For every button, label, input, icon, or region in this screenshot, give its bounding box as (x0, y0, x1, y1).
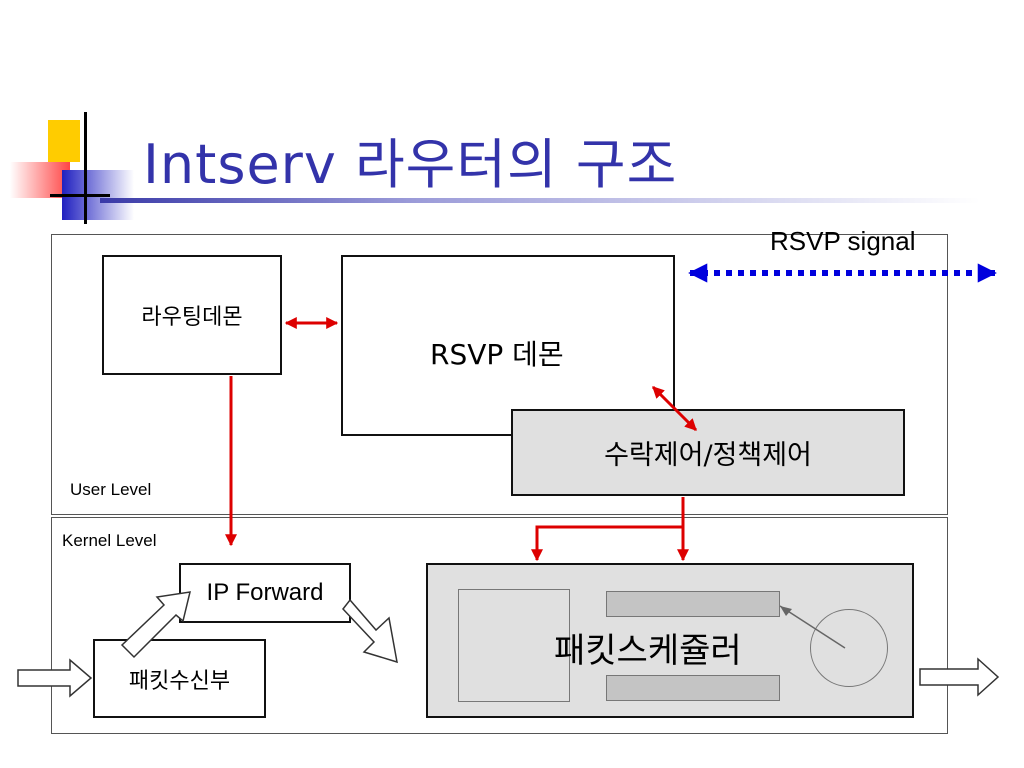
packet-scheduler-box: 패킷스케쥴러 (426, 563, 914, 718)
kernel-level-label: Kernel Level (62, 531, 157, 550)
forward-out-arrow (342, 598, 398, 664)
title-decoration (0, 100, 140, 230)
rsvp-signal-label: RSVP signal (770, 226, 916, 256)
routing-daemon-box: 라우팅데몬 (102, 255, 282, 375)
slide-title: Intserv 라우터의 구조 (143, 133, 678, 196)
queue-bar-top (606, 591, 780, 617)
user-level-label: User Level (70, 480, 152, 499)
admission-scheduler-line (531, 497, 685, 562)
routing-daemon-label: 라우팅데몬 (141, 305, 243, 330)
ip-forward-box: IP Forward (179, 563, 351, 623)
receiver-to-forward-arrow (120, 591, 191, 659)
ip-forward-label: IP Forward (206, 579, 324, 606)
output-arrow (919, 657, 1000, 697)
packet-receiver-label: 패킷수신부 (128, 668, 231, 694)
rsvp-daemon-box: RSVP 데몬 (341, 255, 675, 436)
packet-scheduler-label: 패킷스케쥴러 (554, 631, 742, 671)
packet-receiver-box: 패킷수신부 (93, 639, 266, 718)
input-arrow (17, 658, 93, 698)
rsvp-admission-arrow (651, 385, 698, 432)
queue-bar-bottom (606, 675, 780, 701)
admission-control-box: 수락제어/정책제어 (511, 409, 905, 496)
classifier-block (458, 589, 570, 702)
rsvp-daemon-label: RSVP 데몬 (430, 338, 564, 371)
title-underline (100, 198, 980, 203)
scheduler-dial (810, 609, 888, 687)
dial-pointer-arrow (779, 605, 846, 649)
admission-control-label: 수락제어/정책제어 (604, 440, 812, 471)
